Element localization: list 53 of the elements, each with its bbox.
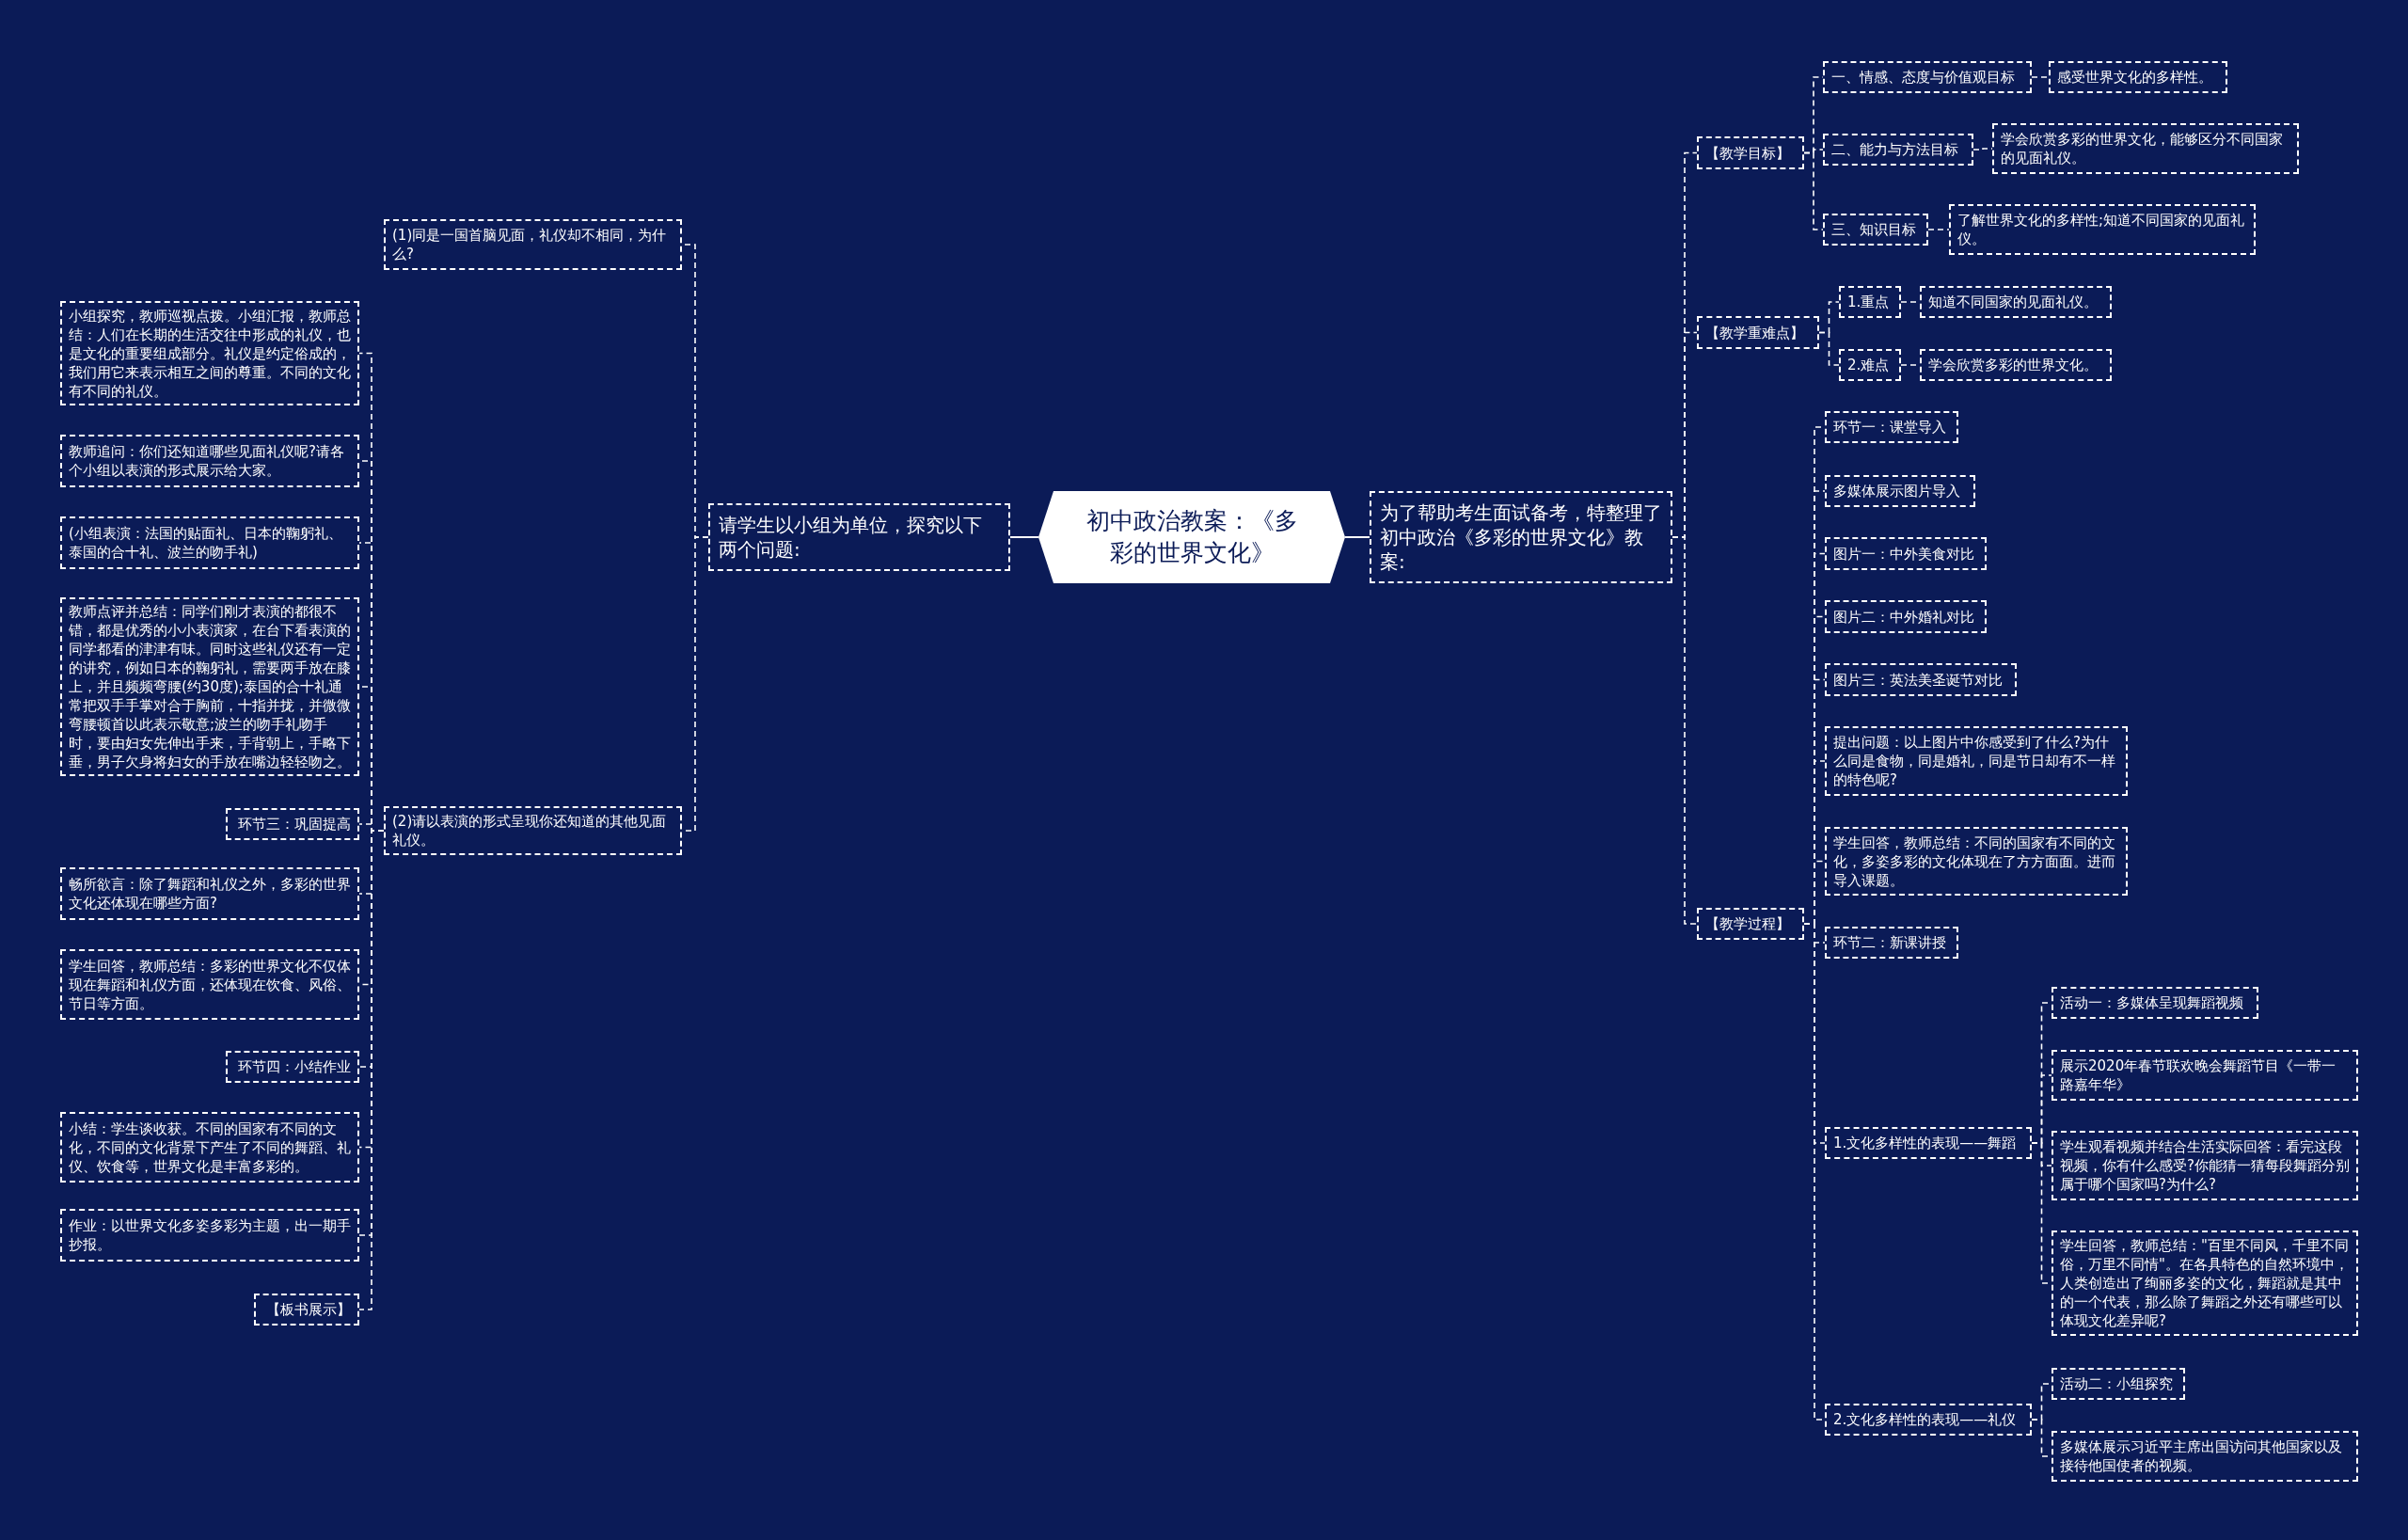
topic-box: 环节四：小结作业 xyxy=(226,1051,359,1083)
topic-box: 多媒体展示图片导入 xyxy=(1825,475,1975,507)
topic-box: 学生回答，教师总结：不同的国家有不同的文化，多姿多彩的文化体现在了方方面面。进而导入课题。 xyxy=(1825,827,2128,896)
topic-box: 学会欣赏多彩的世界文化，能够区分不同国家的见面礼仪。 xyxy=(1992,123,2299,174)
topic-box: 教师点评并总结：同学们刚才表演的都很不错，都是优秀的小小表演家，在台下看表演的同学都看的津津有味。同时这些礼仪还有一定的讲究，例如日本的鞠躬礼，需要两手放在膝上，并且频频弯腰(约30度);泰国的合十礼通常把双手手掌对合于胸前，十指并拢，并微微弯腰顿首以此表示敬意;波兰的吻手礼吻手时，要由妇女先伸出手来，手背朝上，手略下垂，男子欠身将妇女的手放在嘴边轻轻吻之。 xyxy=(60,597,359,776)
topic-box: 【板书展示】 xyxy=(254,1294,359,1326)
connector-line xyxy=(1671,536,1698,925)
topic-box: 一、情感、态度与价值观目标 xyxy=(1823,61,2032,93)
topic-box: 小结：学生谈收获。不同的国家有不同的文化，不同的文化背景下产生了不同的舞蹈、礼仪、饮食等，世界文化是丰富多彩的。 xyxy=(60,1112,359,1183)
connector-line xyxy=(1344,536,1370,538)
topic-box: 【教学重难点】 xyxy=(1697,316,1819,349)
topic-box: 三、知识目标 xyxy=(1823,214,1928,246)
topic-box: 展示2020年春节联欢晚会舞蹈节目《一带一路嘉年华》 xyxy=(2052,1050,2358,1101)
connector-line xyxy=(2031,76,2050,78)
topic-box: 小组探究，教师巡视点拨。小组汇报，教师总结：人们在长期的生活交往中形成的礼仪，也是文化的重要组成部分。礼仪是约定俗成的，我们用它来表示相互之间的尊重。不同的文化有不同的礼仪。 xyxy=(60,301,359,405)
topic-box: 环节三：巩固提高 xyxy=(226,808,359,840)
topic-box: 了解世界文化的多样性;知道不同国家的见面礼仪。 xyxy=(1949,204,2256,255)
connector-line xyxy=(1927,229,1950,230)
connector-line xyxy=(1972,148,1993,151)
topic-box: 为了帮助考生面试备考，特整理了初中政治《多彩的世界文化》教案: xyxy=(1370,491,1672,583)
topic-box: 【教学过程】 xyxy=(1697,908,1804,940)
topic-box: 教师追问：你们还知道哪些见面礼仪呢?请各个小组以表演的形式展示给大家。 xyxy=(60,435,359,487)
topic-box: 1.文化多样性的表现——舞蹈 xyxy=(1825,1127,2032,1159)
topic-box: 二、能力与方法目标 xyxy=(1823,134,1973,166)
topic-box: 1.重点 xyxy=(1839,286,1901,318)
topic-box: 2.文化多样性的表现——礼仪 xyxy=(1825,1404,2032,1436)
topic-box: 学会欣赏多彩的世界文化。 xyxy=(1920,349,2112,381)
connector-line xyxy=(1818,331,1840,366)
topic-box: 学生回答，教师总结："百里不同风，千里不同俗，万里不同情"。在各具特色的自然环境中，人类创造出了绚丽多姿的文化，舞蹈就是其中的一个代表，那么除了舞蹈之外还有哪些可以体现文化差异呢? xyxy=(2052,1230,2358,1336)
topic-box: (2)请以表演的形式呈现你还知道的其他见面礼仪。 xyxy=(384,806,682,855)
topic-box: 作业：以世界文化多姿多彩为主题，出一期手抄报。 xyxy=(60,1209,359,1262)
topic-box: 【教学目标】 xyxy=(1697,136,1804,169)
topic-box: 学生观看视频并结合生活实际回答：看完这段视频，你有什么感受?你能猜一猜每段舞蹈分别属于哪个国家吗?为什么? xyxy=(2052,1131,2358,1200)
topic-box: 图片三：英法美圣诞节对比 xyxy=(1825,663,2017,696)
topic-box: 活动二：小组探究 xyxy=(2052,1368,2185,1400)
topic-box: (小组表演：法国的贴面礼、日本的鞠躬礼、泰国的合十礼、波兰的吻手礼) xyxy=(60,516,359,569)
topic-box: 多媒体展示习近平主席出国访问其他国家以及接待他国使者的视频。 xyxy=(2052,1431,2358,1482)
topic-box: 活动一：多媒体呈现舞蹈视频 xyxy=(2052,987,2258,1019)
topic-box: 图片二：中外婚礼对比 xyxy=(1825,600,1987,633)
connector-line xyxy=(1803,151,1824,230)
topic-box: 感受世界文化的多样性。 xyxy=(2049,61,2227,93)
topic-box: 环节二：新课讲授 xyxy=(1825,927,1958,959)
topic-box: 知道不同国家的见面礼仪。 xyxy=(1920,286,2112,318)
topic-box: 畅所欲言：除了舞蹈和礼仪之外，多彩的世界文化还体现在哪些方面? xyxy=(60,867,359,920)
topic-box: 提出问题：以上图片中你感受到了什么?为什么同是食物，同是婚礼，同是节日却有不一样的特色呢? xyxy=(1825,726,2128,796)
topic-box: 图片一：中外美食对比 xyxy=(1825,537,1987,570)
topic-box: 环节一：课堂导入 xyxy=(1825,411,1958,443)
topic-box: 请学生以小组为单位，探究以下两个问题: xyxy=(708,503,1010,571)
topic-box: 学生回答，教师总结：多彩的世界文化不仅体现在舞蹈和礼仪方面，还体现在饮食、风俗、节日等方面。 xyxy=(60,949,359,1020)
central-topic-hexagon: 初中政治教案：《多彩的世界文化》 xyxy=(1038,491,1345,583)
connector-line xyxy=(1009,536,1039,538)
topic-box: 2.难点 xyxy=(1839,349,1901,381)
topic-box: (1)同是一国首脑见面，礼仪却不相同，为什么? xyxy=(384,219,682,270)
